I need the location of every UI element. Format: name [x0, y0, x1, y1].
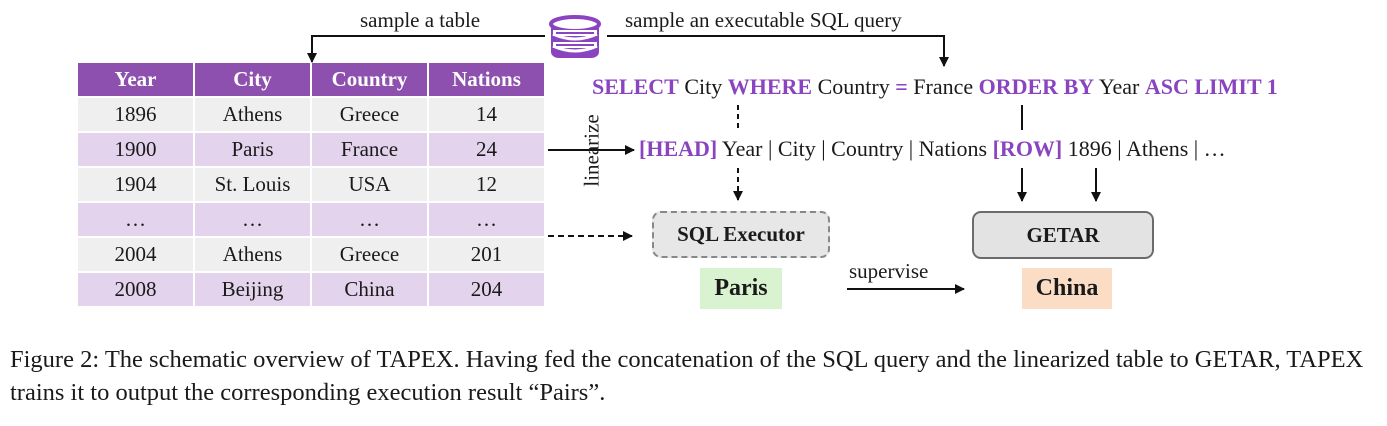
- table-cell: 201: [429, 238, 544, 271]
- figure-caption: Figure 2: The schematic overview of TAPE…: [10, 346, 1364, 406]
- execution-result-label: Paris: [714, 275, 768, 301]
- table-cell: 14: [429, 98, 544, 131]
- sample-table: Year City Country Nations 1896 Athens Gr…: [78, 63, 546, 308]
- table-cell: 2004: [78, 238, 193, 271]
- table-header-cell: Year: [78, 63, 193, 96]
- linearized-table: [HEAD] Year | City | Country | Nations […: [639, 136, 1226, 162]
- head-text: Year | City | Country | Nations: [721, 136, 988, 161]
- table-cell: …: [195, 203, 310, 236]
- sample-table-label: sample a table: [360, 8, 481, 32]
- table-cell: 1900: [78, 133, 193, 166]
- table-cell: Greece: [312, 238, 427, 271]
- sql-query: SELECT City WHERE Country = France ORDER…: [592, 74, 1278, 100]
- table-row: 2008 Beijing China 204: [78, 273, 546, 308]
- table-row: 1896 Athens Greece 14: [78, 98, 546, 133]
- sql-executor-label: SQL Executor: [677, 222, 805, 246]
- table-header-row: Year City Country Nations: [78, 63, 546, 98]
- table-cell: 2008: [78, 273, 193, 306]
- table-cell: Beijing: [195, 273, 310, 306]
- sample-table-arrow: [307, 35, 545, 63]
- supervise-label: supervise: [849, 259, 929, 283]
- table-header-cell: City: [195, 63, 310, 96]
- row-token: [ROW]: [992, 136, 1063, 161]
- table-cell: 204: [429, 273, 544, 306]
- sql-keyword: ORDER BY: [978, 74, 1095, 99]
- sql-token: Country: [817, 74, 890, 99]
- table-cell: Paris: [195, 133, 310, 166]
- table-cell: …: [429, 203, 544, 236]
- table-cell: Athens: [195, 238, 310, 271]
- table-header-cell: Nations: [429, 63, 544, 96]
- getar-box: GETAR: [972, 211, 1154, 259]
- table-cell: China: [312, 273, 427, 306]
- table-cell: 12: [429, 168, 544, 201]
- table-cell: 1896: [78, 98, 193, 131]
- table-cell: …: [312, 203, 427, 236]
- table-header-cell: Country: [312, 63, 427, 96]
- sample-query-label: sample an executable SQL query: [625, 8, 902, 32]
- table-row: … … … …: [78, 203, 546, 238]
- table-cell: Athens: [195, 98, 310, 131]
- database-icon: [549, 15, 601, 58]
- sql-executor-box: SQL Executor: [652, 211, 830, 258]
- table-row: 1900 Paris France 24: [78, 133, 546, 168]
- linearize-label: linearize: [579, 114, 604, 187]
- table-row: 2004 Athens Greece 201: [78, 238, 546, 273]
- table-cell: France: [312, 133, 427, 166]
- sample-query-arrow: [607, 35, 949, 67]
- sql-keyword: ASC LIMIT 1: [1144, 74, 1278, 99]
- execution-result: Paris: [700, 268, 782, 309]
- table-row: 1904 St. Louis USA 12: [78, 168, 546, 203]
- sql-keyword: SELECT: [592, 74, 679, 99]
- sql-keyword: WHERE: [727, 74, 813, 99]
- table-cell: USA: [312, 168, 427, 201]
- model-output-label: China: [1035, 275, 1099, 301]
- table-cell: St. Louis: [195, 168, 310, 201]
- table-cell: Greece: [312, 98, 427, 131]
- row-text: 1896 | Athens | …: [1067, 136, 1226, 161]
- getar-label: GETAR: [1026, 222, 1100, 247]
- table-cell: 24: [429, 133, 544, 166]
- sql-token: City: [684, 74, 723, 99]
- head-token: [HEAD]: [639, 136, 718, 161]
- sql-token: France: [913, 74, 974, 99]
- model-output: China: [1022, 268, 1112, 309]
- table-cell: …: [78, 203, 193, 236]
- table-cell: 1904: [78, 168, 193, 201]
- sql-operator: =: [895, 74, 908, 99]
- sql-token: Year: [1098, 74, 1140, 99]
